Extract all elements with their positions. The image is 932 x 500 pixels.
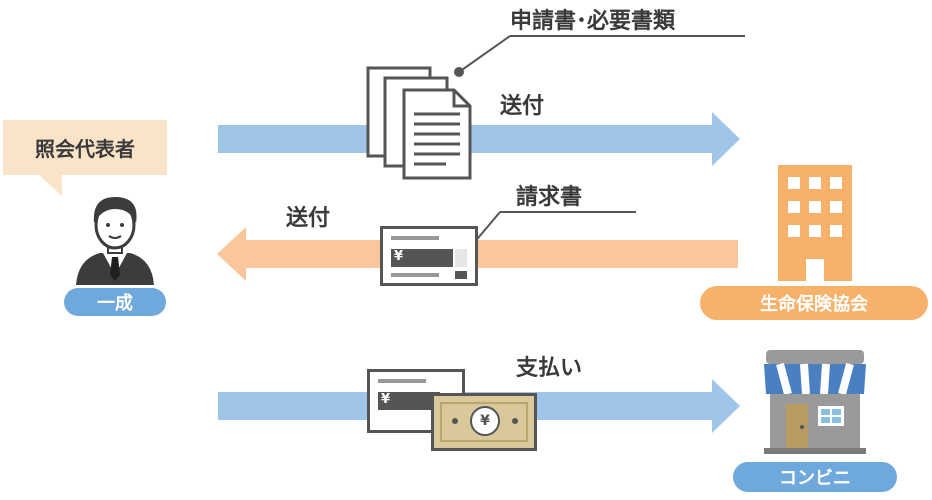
slip-yen-symbol: ¥ (381, 392, 391, 407)
yen-symbol: ¥ (394, 249, 404, 264)
convenience-store-icon (764, 350, 866, 454)
inquirer-role-label: 照会代表者 (35, 137, 135, 161)
store-pill: コンビニ (733, 462, 897, 492)
send-invoice-label: 送付 (286, 206, 331, 231)
inquirer-name-label: 一成 (97, 293, 133, 314)
documents-icon (366, 66, 472, 180)
association-pill: 生命保険協会 (700, 286, 928, 320)
send-documents-label: 送付 (500, 94, 545, 119)
office-building-icon (778, 165, 852, 281)
businessman-icon (76, 197, 154, 285)
payment-label: 支払い (516, 356, 583, 381)
store-label: コンビニ (779, 468, 851, 489)
documents-note: 申請書･必要書類 (510, 9, 676, 34)
banknote-icon: ¥ (431, 393, 537, 451)
inquirer-role-bubble: 照会代表者 (3, 120, 167, 175)
association-label: 生命保険協会 (760, 294, 868, 315)
invoice-icon: ¥ (380, 226, 478, 286)
inquirer-name-pill: 一成 (64, 288, 166, 316)
documents-leader-line (458, 35, 511, 73)
send-documents-arrow (218, 112, 740, 166)
banknote-yen-symbol: ¥ (480, 413, 490, 429)
invoice-note: 請求書 (516, 185, 583, 210)
